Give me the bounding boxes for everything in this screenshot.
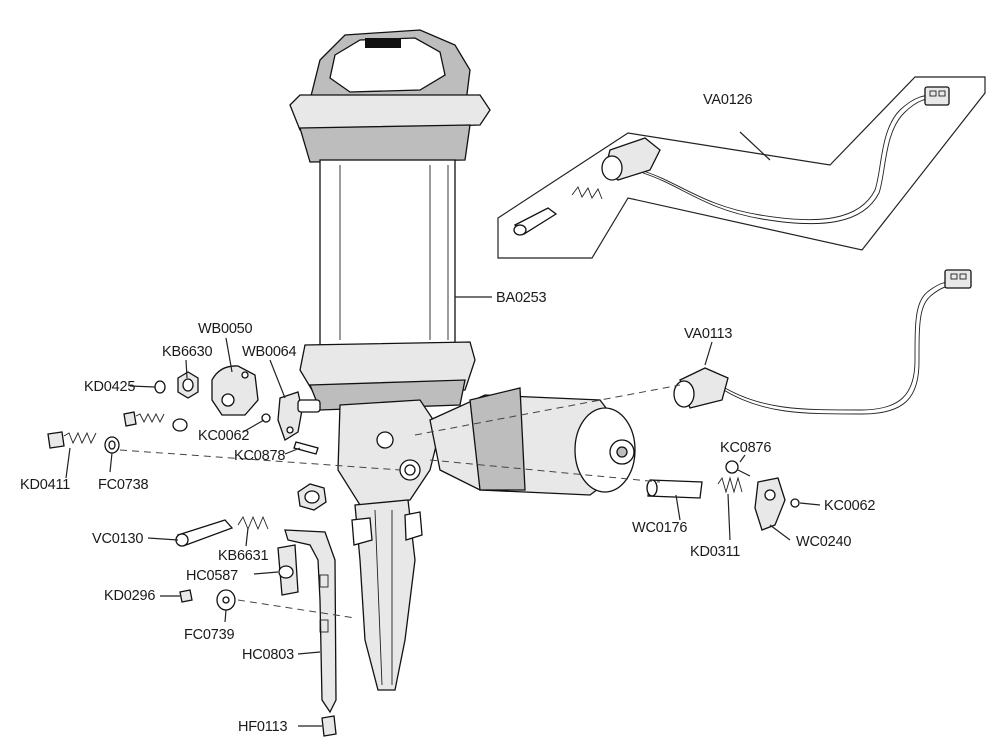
label-kc0062-right: KC0062 xyxy=(824,498,875,514)
va0113-sensor xyxy=(673,269,972,415)
left-small-parts xyxy=(47,365,337,737)
label-ba0253: BA0253 xyxy=(496,290,547,306)
label-wc0240: WC0240 xyxy=(796,534,851,550)
va0126-inset-panel xyxy=(497,76,986,259)
alignment-lines xyxy=(119,384,681,619)
label-fc0739: FC0739 xyxy=(184,627,235,643)
label-hc0587: HC0587 xyxy=(186,568,238,584)
label-hc0803: HC0803 xyxy=(242,647,294,663)
label-kc0878: KC0878 xyxy=(234,448,285,464)
motor-assembly xyxy=(429,387,636,496)
label-kd0296: KD0296 xyxy=(104,588,155,604)
label-vc0130: VC0130 xyxy=(92,531,143,547)
part-labels: VA0126 BA0253 VA0113 WB0050 KB6630 WB006… xyxy=(20,92,876,735)
label-va0126: VA0126 xyxy=(703,92,752,108)
label-kd0311: KD0311 xyxy=(690,544,740,560)
label-wb0064: WB0064 xyxy=(242,344,297,360)
label-kc0062-left: KC0062 xyxy=(198,428,249,444)
right-small-parts xyxy=(646,460,800,531)
label-kd0425: KD0425 xyxy=(84,379,135,395)
label-wb0050: WB0050 xyxy=(198,321,253,337)
label-wc0176: WC0176 xyxy=(632,520,687,536)
tool-housing xyxy=(289,29,491,691)
label-kc0876: KC0876 xyxy=(720,440,771,456)
label-kb6630: KB6630 xyxy=(162,344,213,360)
label-kd0411: KD0411 xyxy=(20,477,70,493)
label-fc0738: FC0738 xyxy=(98,477,149,493)
leader-lines xyxy=(65,296,821,727)
label-kb6631: KB6631 xyxy=(218,548,269,564)
label-va0113: VA0113 xyxy=(684,326,732,342)
label-hf0113: HF0113 xyxy=(238,719,287,735)
